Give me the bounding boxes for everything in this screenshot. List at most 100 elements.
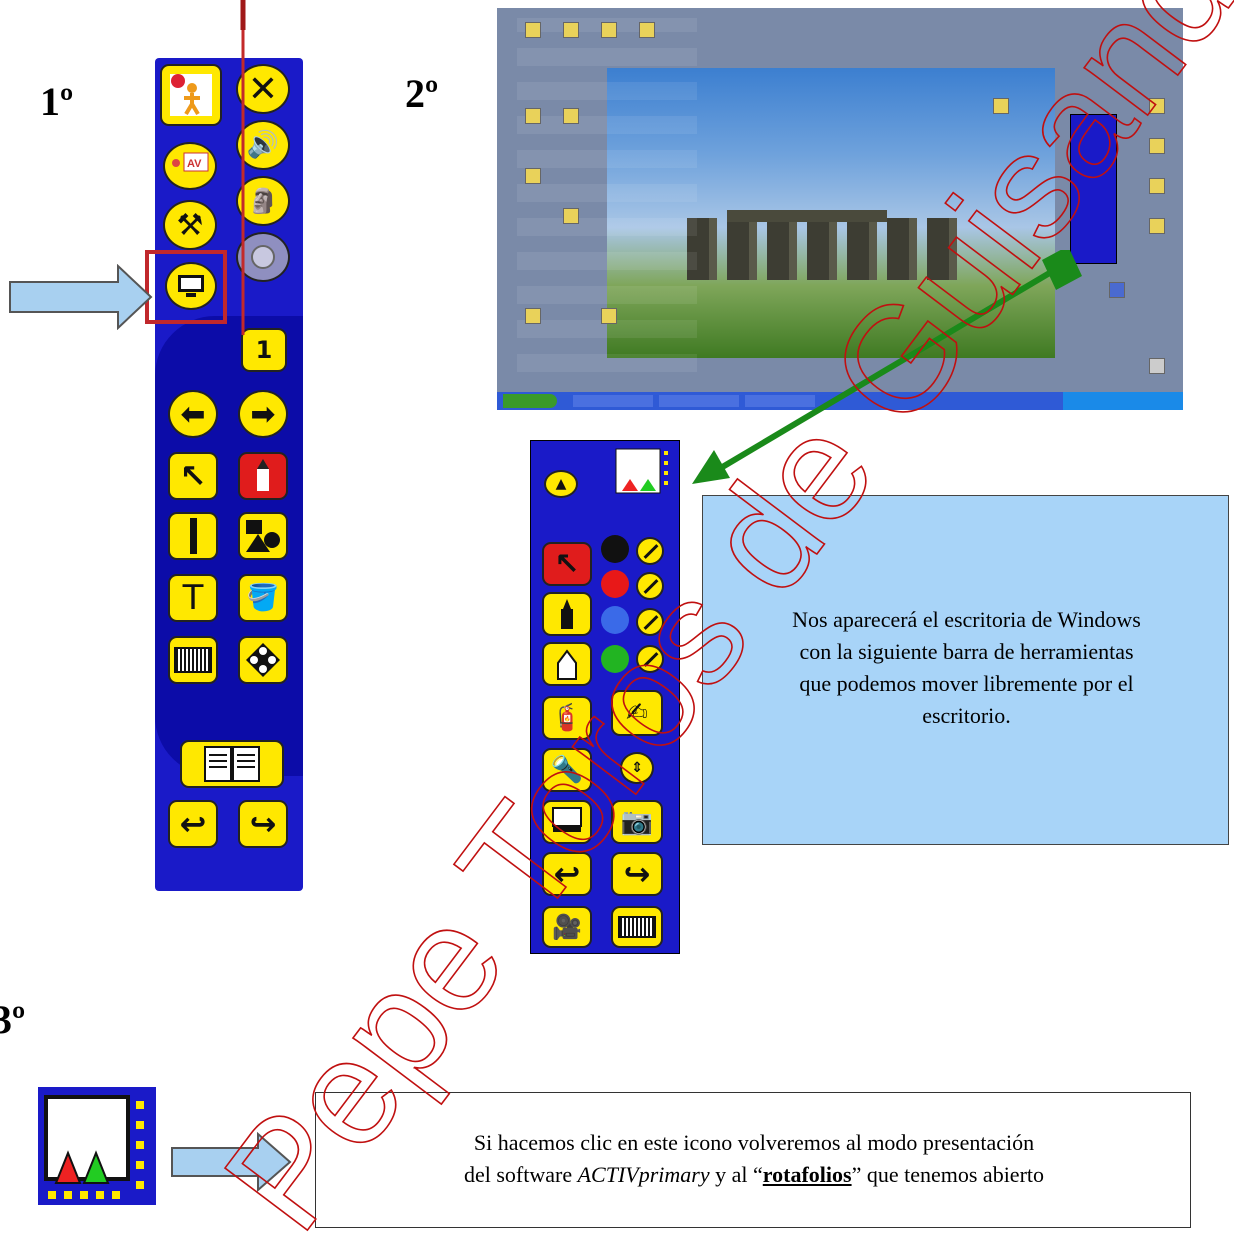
disc-button[interactable]	[236, 232, 290, 282]
desktop-icon	[563, 22, 579, 38]
desktop-icons-left	[517, 18, 697, 388]
voice-button[interactable]: AV	[163, 142, 217, 190]
windows-desktop-screenshot	[497, 8, 1183, 410]
select-button[interactable]: ↖	[168, 452, 218, 500]
keyboard-icon	[618, 916, 656, 938]
color-blue[interactable]	[601, 606, 629, 634]
scroll-button[interactable]: ⇕	[620, 752, 654, 784]
desktop-icon	[1149, 98, 1165, 114]
camera-button[interactable]: 📷	[611, 800, 663, 844]
color-green[interactable]	[601, 645, 629, 673]
next-page-button[interactable]: ➡	[238, 390, 288, 438]
flipchart-icon	[615, 448, 668, 494]
desktop-icon	[639, 22, 655, 38]
close-button[interactable]: ✕	[236, 64, 290, 114]
desktop-icon	[563, 108, 579, 124]
flipchart-return-icon-small[interactable]	[612, 445, 674, 499]
eraser-icon	[557, 649, 577, 680]
undo-button[interactable]: ↩	[168, 800, 218, 848]
rotafolios-term: rotafolios	[762, 1162, 852, 1187]
desktop-icon	[563, 208, 579, 224]
book-icon	[204, 746, 260, 782]
pen-width-3[interactable]	[636, 608, 664, 636]
pen-width-2[interactable]	[636, 572, 664, 600]
desktop-icon	[601, 22, 617, 38]
capture-icon	[552, 807, 582, 832]
svg-text:AV: AV	[187, 158, 202, 170]
spray-button[interactable]: 🧯	[542, 696, 592, 740]
tools-button[interactable]: ⚒	[163, 200, 217, 250]
shapes-button[interactable]	[238, 512, 288, 560]
flipchart-return-icon[interactable]	[38, 1087, 156, 1205]
step-1-label: 1º	[40, 79, 74, 124]
annotate-button[interactable]: ✍	[611, 690, 663, 736]
presenter-icon: AV	[172, 152, 209, 172]
callout-return-line1: Si hacemos clic en este icono volveremos…	[473, 1130, 1035, 1155]
page-number-button[interactable]: 1	[241, 328, 287, 372]
pen-button[interactable]	[238, 452, 288, 500]
desktop-button[interactable]	[165, 262, 217, 310]
shapes-icon	[246, 520, 280, 552]
monitor-icon	[178, 275, 204, 297]
taskbar-item[interactable]	[573, 395, 653, 407]
step-3-label: 3º	[0, 997, 26, 1042]
desktop-icon	[1109, 282, 1125, 298]
mini-toolbar	[1070, 114, 1117, 264]
pen-icon	[257, 459, 269, 491]
spotlight-button[interactable]: 🔦	[542, 748, 592, 792]
desktop-icon	[601, 308, 617, 324]
flipchart-icon-large	[44, 1095, 144, 1199]
color-black[interactable]	[601, 535, 629, 563]
reveal-icon	[246, 643, 280, 677]
callout-windows-desktop: Nos aparecerá el escritoria de Windows c…	[702, 495, 1229, 845]
desktop-icon	[1149, 138, 1165, 154]
desktop-icon	[1149, 358, 1165, 374]
text-segment: ” que tenemos abierto	[851, 1162, 1045, 1187]
taskbar	[497, 392, 1183, 410]
desktop-icon	[525, 22, 541, 38]
taskbar-item[interactable]	[745, 395, 815, 407]
fill-button[interactable]: 🪣	[238, 574, 288, 622]
eraser-button[interactable]	[542, 642, 592, 686]
text-segment: del software	[463, 1162, 578, 1187]
highlighter-button[interactable]	[168, 512, 218, 560]
recorder-button[interactable]: 🎥	[542, 906, 592, 948]
redo-button-2[interactable]: ↪	[611, 852, 663, 896]
desktop-icon	[1149, 218, 1165, 234]
callout-line: escritorio.	[922, 703, 1011, 728]
previous-page-button[interactable]: ⬅	[168, 390, 218, 438]
text-button[interactable]: T	[168, 574, 218, 622]
disc-icon	[251, 245, 275, 269]
start-button[interactable]	[503, 394, 557, 408]
undo-button-2[interactable]: ↩	[542, 852, 592, 896]
sound-button[interactable]: 🔊	[236, 120, 290, 170]
select-button-2[interactable]: ↖	[542, 542, 592, 586]
pointer-arrow-1	[9, 264, 153, 330]
system-tray	[1063, 392, 1183, 410]
profile-button[interactable]	[160, 64, 222, 126]
marker-icon	[561, 599, 573, 629]
stonehenge-silhouette	[687, 218, 957, 280]
callout-line: que podemos mover libremente por el	[799, 671, 1134, 696]
marker-button[interactable]	[542, 592, 592, 636]
color-red[interactable]	[601, 570, 629, 598]
pen-width-4[interactable]	[636, 645, 664, 673]
highlighter-icon	[189, 518, 197, 554]
pen-width-1[interactable]	[636, 537, 664, 565]
collapse-button[interactable]: ▲	[544, 470, 578, 498]
resources-book-button[interactable]	[180, 740, 284, 788]
help-button[interactable]: 🗿	[236, 176, 290, 226]
callout-line: con la siguiente barra de herramientas	[799, 639, 1134, 664]
desktop-wallpaper	[607, 68, 1055, 358]
taskbar-item[interactable]	[659, 395, 739, 407]
keyboard-button[interactable]	[611, 906, 663, 948]
software-name: ACTIVprimary	[577, 1162, 710, 1187]
screen-capture-button[interactable]	[542, 800, 592, 844]
grid-button[interactable]	[168, 636, 218, 684]
redo-button[interactable]: ↪	[238, 800, 288, 848]
green-connector-arrow	[692, 250, 1082, 484]
reveal-button[interactable]	[238, 636, 288, 684]
callout-return-line2: del software ACTIVprimary y al “rotafoli…	[316, 1159, 1192, 1191]
desktop-icon	[525, 308, 541, 324]
pointer-arrow-3	[171, 1132, 292, 1192]
